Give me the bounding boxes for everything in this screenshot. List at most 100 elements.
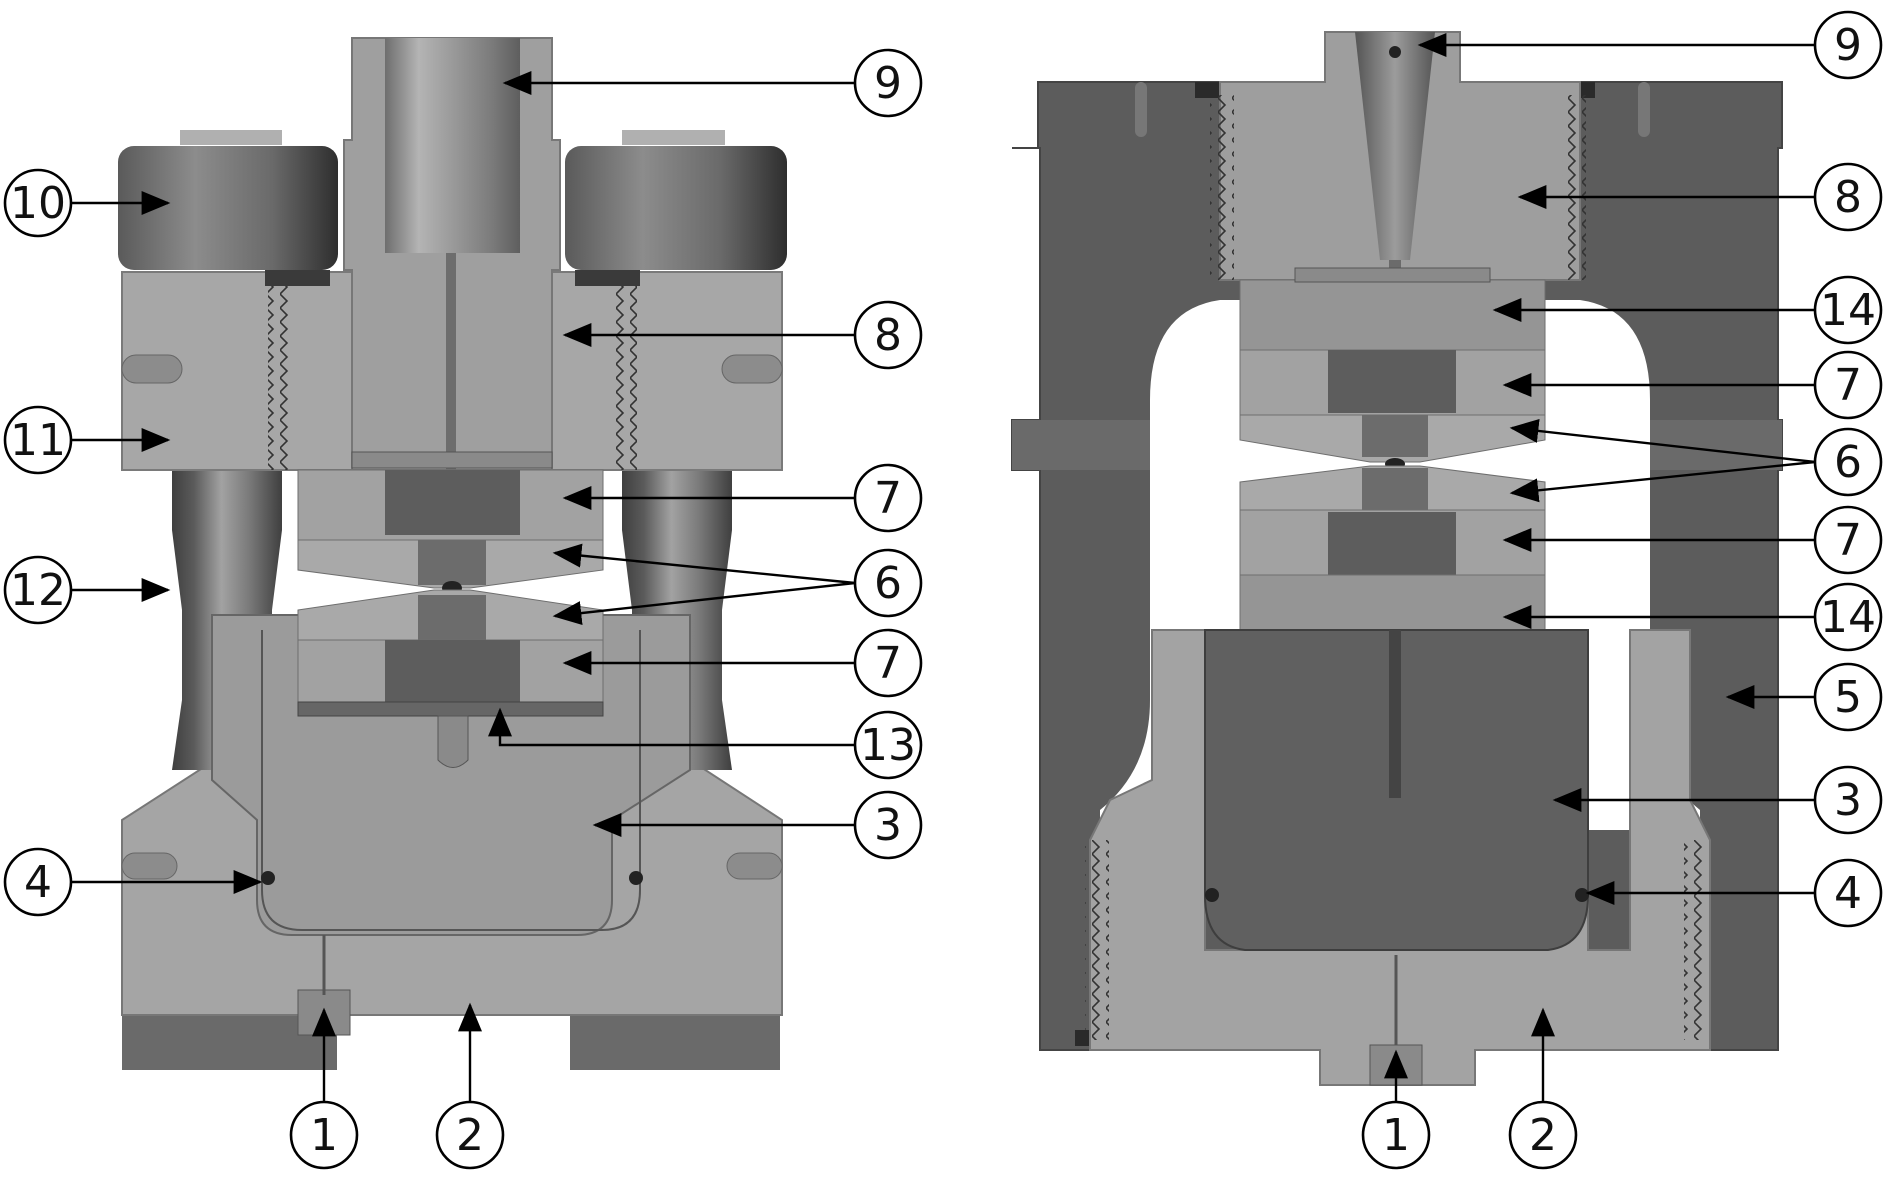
- callout-label-r4: 4: [1834, 868, 1862, 919]
- left-bolt-thread-left: [268, 280, 290, 470]
- callout-r8: 8: [1517, 162, 1883, 232]
- callout-label-l10: 10: [10, 178, 66, 229]
- left-nut-left-washer: [118, 146, 338, 270]
- callout-label-r8: 8: [1834, 172, 1862, 223]
- callout-bubble-r5: [1813, 662, 1883, 732]
- callout-l1: 1: [289, 1007, 359, 1170]
- right-oring-right: [1575, 888, 1589, 902]
- callout-l7b: 7: [562, 628, 923, 698]
- callout-bubble-r7a: [1813, 350, 1883, 420]
- callout-bubble-r3: [1813, 765, 1883, 835]
- callout-l7a: 7: [562, 463, 923, 533]
- callout-label-l4: 4: [24, 857, 52, 908]
- left-nut-left-seal: [265, 270, 330, 286]
- right-anvil-top-core: [1362, 415, 1428, 457]
- callout-l8: 8: [562, 300, 923, 370]
- callout-l13: 13: [488, 707, 923, 780]
- callout-r14a: 14: [1492, 275, 1883, 345]
- callout-r1: 1: [1361, 1049, 1431, 1170]
- callout-r2: 2: [1508, 1007, 1578, 1170]
- left-oring-right: [629, 871, 643, 885]
- left-seat-top: [351, 451, 553, 469]
- left-plug-cylinder: [385, 38, 520, 253]
- left-cup-inner-line: [261, 630, 641, 931]
- left-block-slot-left: [121, 354, 183, 384]
- leader-line-l6-1: [552, 581, 856, 626]
- callout-bubble-l7b: [853, 628, 923, 698]
- callout-label-l11: 11: [10, 415, 66, 466]
- left-oring-left: [261, 871, 275, 885]
- callout-bubble-l12: [3, 555, 73, 625]
- callout-bubble-l7a: [853, 463, 923, 533]
- callout-r6: 6: [1509, 419, 1883, 503]
- callout-l11: 11: [3, 405, 171, 475]
- right-outer-slot-tl: [1135, 82, 1147, 137]
- callout-bubble-r8: [1813, 162, 1883, 232]
- left-seat-bottom: [297, 701, 604, 717]
- right-backing-top-core: [1328, 350, 1456, 413]
- callout-bubble-l3: [853, 790, 923, 860]
- right-top-plug-thread-right: [1562, 95, 1586, 280]
- left-backing-top-core: [385, 470, 520, 535]
- left-bolt-thread-right: [615, 280, 637, 470]
- callout-l9: 9: [502, 48, 923, 118]
- callout-bubble-r4: [1813, 858, 1883, 928]
- callout-l6: 6: [552, 543, 923, 626]
- callout-label-r1: 1: [1382, 1110, 1410, 1161]
- callout-l3: 3: [592, 790, 923, 860]
- leader-line-r6-0: [1509, 419, 1816, 464]
- left-bottom-foot-right: [570, 1010, 780, 1070]
- callout-l12: 12: [3, 555, 171, 625]
- left-block-slot-bottom-left: [121, 852, 178, 880]
- callout-l10: 10: [3, 168, 171, 238]
- callout-label-r5: 5: [1834, 672, 1862, 723]
- callout-label-l13: 13: [860, 720, 916, 771]
- callout-r7b: 7: [1502, 505, 1883, 575]
- left-nut-left: [180, 130, 282, 145]
- callout-label-l1: 1: [310, 1110, 338, 1161]
- right-cone-hole: [1389, 46, 1401, 58]
- callout-bubble-r14b: [1813, 582, 1883, 652]
- callout-bubble-r2: [1508, 1100, 1578, 1170]
- callout-label-l12: 12: [10, 565, 66, 616]
- right-top-plug-thread-left: [1210, 95, 1234, 280]
- callout-l4: 4: [3, 847, 263, 917]
- callout-r7a: 7: [1502, 350, 1883, 420]
- callout-bubble-l10: [3, 168, 73, 238]
- callout-r9: 9: [1417, 10, 1883, 80]
- left-block-slot-bottom-right: [726, 852, 783, 880]
- callout-label-l8: 8: [874, 310, 902, 361]
- right-assembly: [1011, 31, 1783, 1086]
- callout-label-r7a: 7: [1834, 360, 1862, 411]
- right-bottom-plug-thread-left: [1085, 840, 1109, 1040]
- callout-bubble-l13: [853, 710, 923, 780]
- callout-label-l2: 2: [456, 1110, 484, 1161]
- callout-r5: 5: [1725, 662, 1883, 732]
- right-oring-left: [1205, 888, 1219, 902]
- callout-label-l7a: 7: [874, 473, 902, 524]
- callout-bubble-r6: [1813, 427, 1883, 497]
- left-block-slot-right: [721, 354, 783, 384]
- callout-bubble-r14a: [1813, 275, 1883, 345]
- callout-label-l3: 3: [874, 800, 902, 851]
- callout-label-r9: 9: [1834, 20, 1862, 71]
- right-spacer-top: [1239, 279, 1546, 351]
- left-anvil-bottom-core: [418, 595, 486, 640]
- callout-label-r14a: 14: [1820, 285, 1876, 336]
- callout-bubble-l6: [853, 548, 923, 618]
- callout-bubble-l8: [853, 300, 923, 370]
- leader-line-l13-0: [488, 707, 855, 747]
- callout-label-l9: 9: [874, 58, 902, 109]
- left-assembly: [118, 37, 787, 1070]
- right-backing-bottom-core: [1328, 512, 1456, 575]
- leader-line-l6-0: [552, 543, 856, 585]
- callout-label-r3: 3: [1834, 775, 1862, 826]
- callout-label-r6: 6: [1834, 437, 1862, 488]
- right-anvil-bottom-core: [1362, 468, 1428, 510]
- left-backing-bottom-core: [385, 640, 520, 702]
- callout-label-l6: 6: [874, 558, 902, 609]
- leader-line-r6-1: [1509, 460, 1816, 503]
- left-anvil-top-core: [418, 540, 486, 585]
- callout-bubble-l9: [853, 48, 923, 118]
